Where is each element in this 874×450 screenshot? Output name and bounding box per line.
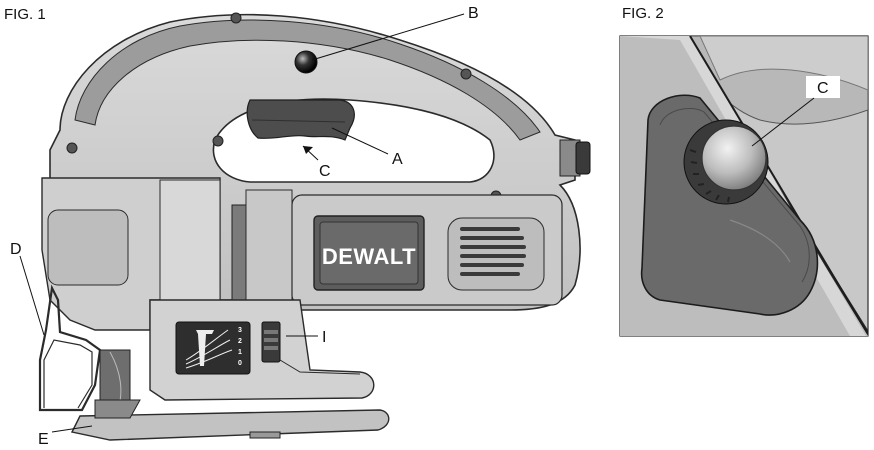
callout-e: E (38, 431, 49, 448)
figure-2: FIG. 2 (620, 5, 868, 336)
knob-c (684, 120, 768, 204)
figure-1: FIG. 1 (4, 5, 590, 448)
figure-2-title: FIG. 2 (622, 5, 664, 22)
orbital-setting-1: 1 (238, 349, 242, 356)
callout-d: D (10, 241, 22, 258)
callout-b: B (468, 5, 479, 22)
motor-vents (448, 218, 544, 290)
orbital-setting-0: 0 (238, 360, 242, 367)
orbital-lever (262, 322, 280, 362)
lock-on-button (295, 51, 317, 73)
fig2-callout-c: C (817, 80, 829, 97)
figure-1-title: FIG. 1 (4, 6, 46, 23)
callout-c: C (319, 163, 331, 180)
callout-a: A (392, 151, 403, 168)
orbital-action-dial: 3 2 1 0 (176, 322, 250, 374)
cord-protector (560, 140, 590, 176)
brand-plate: DEWALT (314, 216, 424, 290)
orbital-setting-3: 3 (238, 327, 242, 334)
orbital-setting-2: 2 (238, 338, 242, 345)
callout-i: I (322, 329, 326, 346)
brand-logo-text: DEWALT (322, 244, 416, 269)
